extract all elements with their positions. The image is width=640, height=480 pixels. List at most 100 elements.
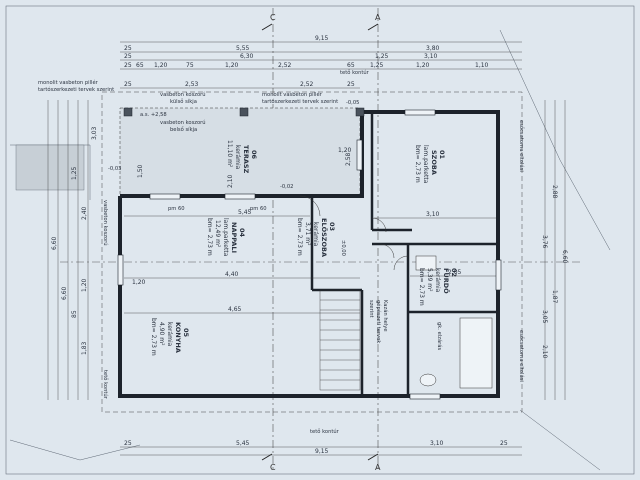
- terrain-line: [499, 29, 611, 471]
- room-eloszoba-num: 03: [328, 222, 336, 231]
- room-eloszoba-floor: kerámia: [312, 222, 319, 247]
- note-level-2: -0,02: [280, 184, 293, 190]
- right-dimension-chains: [544, 100, 566, 400]
- note-koszoru-belso-1: vasbeton koszorú: [160, 119, 206, 126]
- left-dim-5: 85: [71, 310, 78, 318]
- top-dim-total: 9,15: [315, 35, 329, 42]
- note-pm60-a: pm 60: [168, 206, 185, 212]
- note-koszoru-kulso-2: külső síkja: [170, 98, 197, 105]
- note-stair-3: szerint: [368, 300, 374, 318]
- room-szoba-name: SZOBA: [430, 150, 438, 175]
- top-dim-r3-3: 3,10: [424, 53, 438, 60]
- top-dim-r3-1: 6,30: [240, 53, 254, 60]
- left-dimension-chains: [47, 100, 89, 400]
- room-nappali-area: 12,49 m²: [214, 220, 221, 248]
- terrace-outline: [119, 107, 361, 197]
- dim-150: 1,50: [137, 164, 144, 178]
- left-dim-4: 1,20: [81, 278, 88, 292]
- note-monolit-2: tartószerkezeti tervek szerint: [38, 86, 114, 93]
- note-gk: gk. elzárás: [436, 322, 443, 350]
- top-dim-r4-6: 65: [347, 62, 355, 69]
- axis-label-c-top: C: [270, 13, 276, 22]
- note-roof-left: tető kontúr: [102, 370, 109, 400]
- stairs: [319, 289, 361, 391]
- left-dim-1: 6,60: [61, 286, 68, 300]
- right-dim-1: 3,76: [541, 235, 548, 249]
- walls: [118, 110, 500, 398]
- note-koszoru-belso-2: belső síkja: [170, 126, 197, 133]
- note-stair-2: gépészeti tervek: [375, 300, 382, 343]
- room-terasz-floor: kerámia: [234, 145, 241, 170]
- note-as-neg: -0,05: [346, 100, 359, 106]
- top-dim-r4-0: 25: [124, 62, 132, 69]
- bottom-dimension-chains: [120, 446, 522, 456]
- room-eloszoba-area: 3,71 m²: [304, 222, 311, 246]
- note-monolit-1: monolit vasbeton pillér: [38, 79, 99, 86]
- room-szoba-height: bm= 2,73 m: [414, 145, 421, 183]
- bottom-dim-1: 5,45: [236, 440, 250, 447]
- dim-szoba-width: 3,10: [426, 211, 440, 218]
- note-gutter-1: esőcsatorna eltolási: [518, 120, 525, 172]
- room-furdo: 02 FÜRDŐ kerámia 5,39 m² bm= 2,73 m: [418, 268, 458, 306]
- note-level-3: ±0,00: [340, 240, 346, 256]
- note-roof-top: tető kontúr: [340, 69, 370, 76]
- right-dim-3: 2,10: [541, 345, 548, 359]
- top-dim-r5-0: 25: [124, 81, 132, 88]
- note-pillar-2b: tartószerkezeti tervek szerint: [262, 98, 338, 105]
- room-szoba: 01 SZOBA lam.parketta bm= 2,73 m: [414, 145, 446, 184]
- note-roof-bottom: tető kontúr: [310, 428, 340, 435]
- room-nappali-floor: lam.parketta: [222, 218, 229, 257]
- top-dim-r5-2: 2,52: [300, 81, 314, 88]
- note-koszoru-side: vasbeton koszorú: [102, 200, 109, 246]
- bottom-dim-2: 3,10: [430, 440, 444, 447]
- left-dim-2: 1,25: [71, 166, 78, 180]
- left-dim-6: 1,83: [81, 341, 88, 355]
- room-terasz: 06 TERASZ kerámia 11,10 m²: [226, 140, 258, 174]
- section-arrows: [261, 23, 379, 461]
- note-pillar-2a: monolit vasbeton pillér: [262, 91, 323, 98]
- bottom-dim-0: 25: [124, 440, 132, 447]
- pillars: [123, 107, 365, 117]
- top-dim-r4-2: 1,20: [154, 62, 168, 69]
- note-level-1: -0,03: [108, 166, 121, 172]
- room-nappali-name: NAPPALI: [230, 222, 238, 253]
- top-dim-r5-1: 2,53: [185, 81, 199, 88]
- left-dim-3: 2,40: [81, 206, 88, 220]
- bathroom-fixtures: [415, 255, 493, 389]
- dim-258: 2,58: [345, 152, 352, 166]
- axis-label-a-top: A: [375, 13, 381, 22]
- room-eloszoba: 03 ELŐSZOBA kerámia 3,71 m² bm= 2,73 m: [296, 218, 336, 257]
- room-furdo-num: 02: [450, 268, 458, 277]
- note-as-pos: a.s. +2,58: [140, 112, 167, 118]
- room-konyha-area: 4,90 m²: [158, 322, 165, 346]
- right-dim-5: 1,87: [551, 290, 558, 304]
- room-furdo-height: bm= 2,73 m: [418, 268, 425, 306]
- top-dim-r4-8: 1,20: [416, 62, 430, 69]
- roof-contour: [101, 91, 523, 413]
- top-dim-r4-5: 2,52: [278, 62, 292, 69]
- note-stair-1: Kazán helye: [382, 300, 389, 332]
- top-dim-r2-2: 3,80: [426, 45, 440, 52]
- axis-label-a-bottom: A: [375, 463, 381, 472]
- left-dim-7: 3,03: [91, 126, 98, 140]
- room-terasz-name: TERASZ: [242, 145, 250, 174]
- room-konyha: 05 KONYHA kerámia 4,90 m² bm= 2,73 m: [150, 318, 190, 356]
- room-eloszoba-height: bm= 2,73 m: [296, 218, 303, 256]
- inner-walls: [310, 112, 498, 396]
- note-koszoru-kulso-1: vasbeton koszorú: [160, 91, 206, 98]
- left-dim-0: 6,60: [51, 236, 58, 250]
- dim-120: 1,20: [132, 279, 146, 286]
- top-dim-r4-4: 1,20: [225, 62, 239, 69]
- top-dim-r4-1: 65: [136, 62, 144, 69]
- dim-terasz-width: 5,45: [238, 209, 252, 216]
- top-dim-r4-3: 75: [186, 62, 194, 69]
- top-dim-r2-0: 25: [124, 45, 132, 52]
- right-dim-0: 2,88: [551, 185, 558, 199]
- room-konyha-floor: kerámia: [166, 322, 173, 347]
- room-szoba-num: 01: [438, 150, 446, 160]
- dim-konyha-width: 4,65: [228, 306, 242, 313]
- room-terasz-area: 11,10 m²: [226, 140, 233, 168]
- top-dim-r2-1: 5,55: [236, 45, 250, 52]
- room-nappali-height: bm= 2,73 m: [206, 218, 213, 256]
